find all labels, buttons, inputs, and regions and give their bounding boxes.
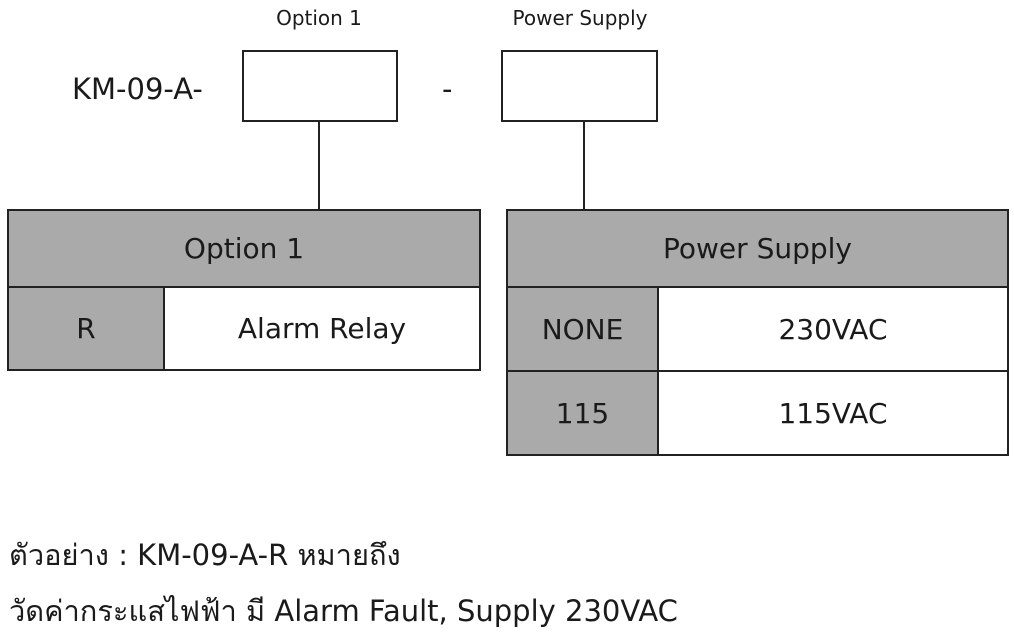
code-separator: - — [442, 72, 453, 106]
option1-connector-line — [318, 121, 320, 211]
option1-description-cell: Alarm Relay — [162, 286, 482, 371]
power-supply-description-cell: 115VAC — [656, 370, 1010, 456]
example-line-2: วัดค่ากระแสไฟฟ้า มี Alarm Fault, Supply … — [9, 594, 678, 628]
option1-caption: Option 1 — [276, 6, 362, 30]
power-supply-code-cell: 115 — [506, 370, 659, 456]
power-supply-code-cell: NONE — [506, 286, 659, 372]
power-supply-description-cell: 230VAC — [656, 286, 1010, 372]
power-supply-caption: Power Supply — [512, 6, 648, 30]
power-supply-connector-line — [583, 121, 585, 211]
table-row: 115 115VAC — [506, 370, 1010, 456]
power-supply-table-header: Power Supply — [505, 209, 1010, 288]
power-supply-table: Power Supply NONE 230VAC 115 115VAC — [505, 209, 1010, 456]
example-line-1: ตัวอย่าง : KM-09-A-R หมายถึง — [9, 538, 401, 572]
table-row: R Alarm Relay — [7, 286, 482, 371]
option1-code-box — [242, 50, 398, 122]
option1-table-header: Option 1 — [6, 209, 482, 288]
option1-code-cell: R — [7, 286, 165, 371]
power-supply-code-box — [501, 50, 658, 122]
model-code-prefix: KM-09-A- — [72, 72, 203, 106]
table-row: NONE 230VAC — [506, 286, 1010, 372]
option1-table: Option 1 R Alarm Relay — [6, 209, 482, 371]
